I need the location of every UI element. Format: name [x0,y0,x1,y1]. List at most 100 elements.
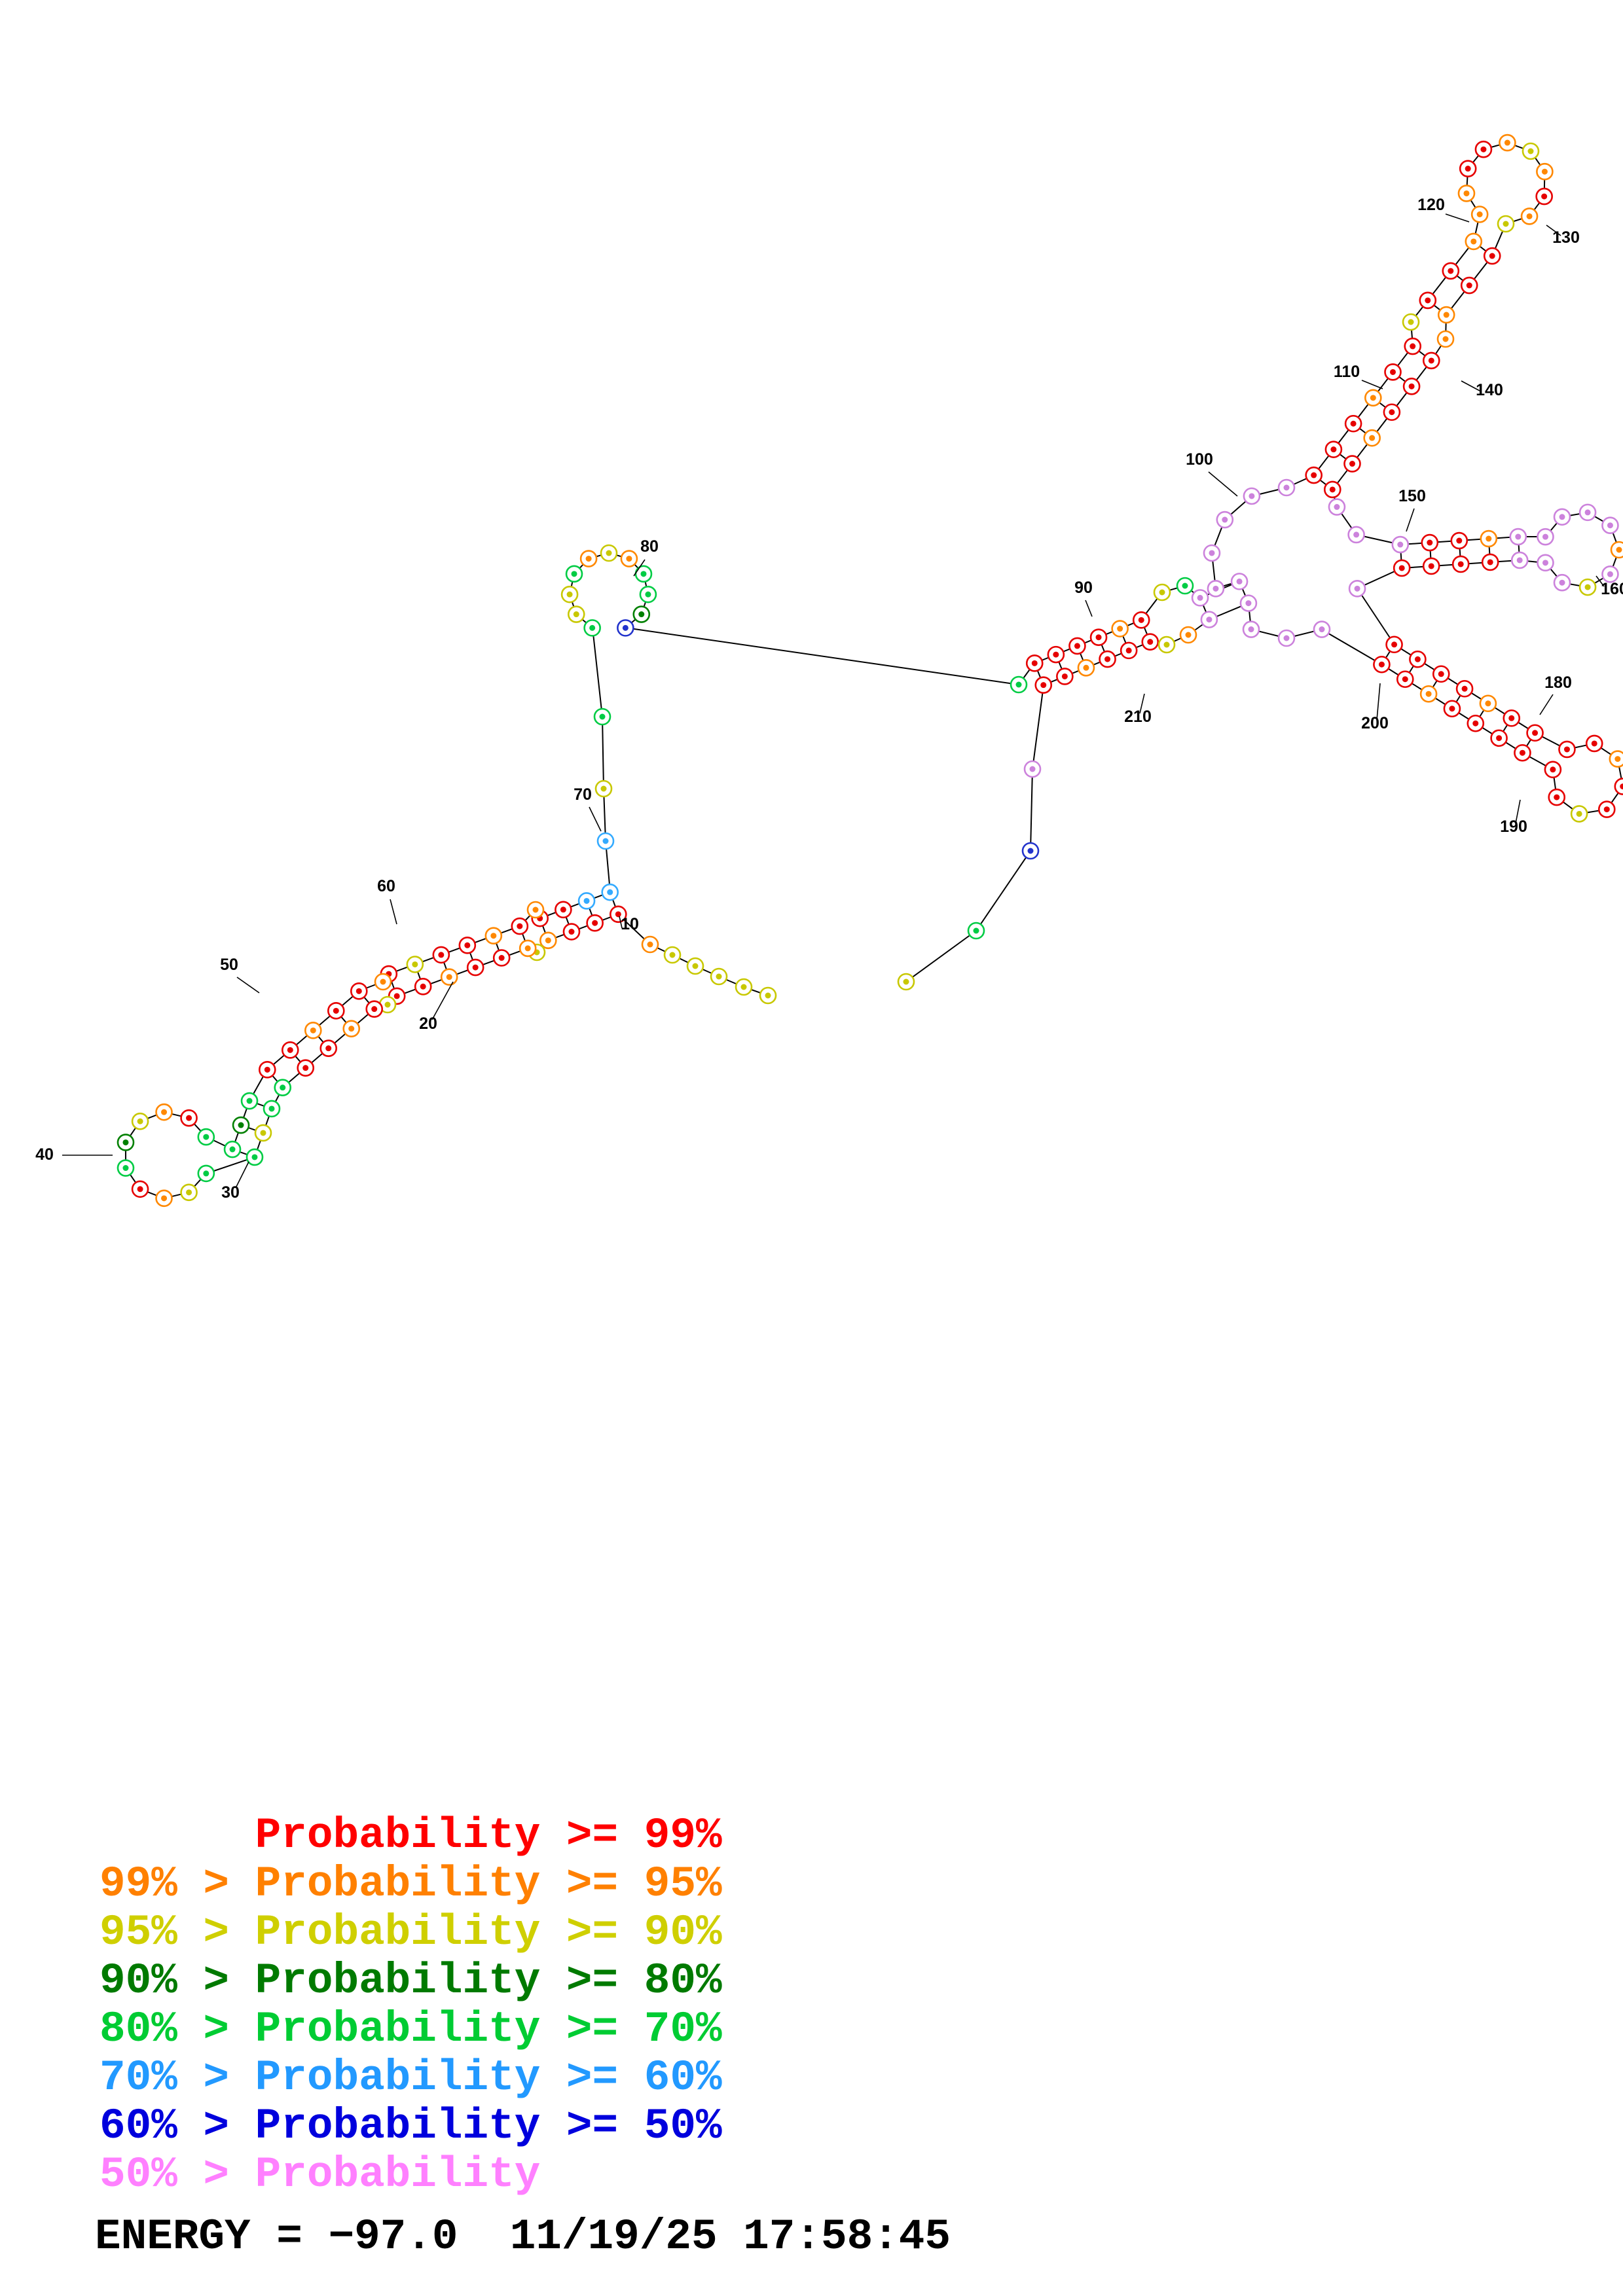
nucleotide-base-glyph [1542,533,1548,540]
nucleotide-base-glyph [532,906,539,913]
label-tick [1085,600,1093,617]
nucleotide-base-glyph [1620,783,1623,790]
position-label: 210 [1124,708,1152,726]
nucleotide-base-glyph [583,897,590,904]
nucleotide-base-glyph [638,611,645,618]
nucleotide-base-glyph [602,838,609,844]
nucleotide-base-glyph [1438,671,1444,677]
nucleotide-base-glyph [1354,585,1360,592]
backbone-segment [905,930,977,982]
nucleotide-base-glyph [973,927,979,934]
nucleotide-base-glyph [1532,730,1539,736]
nucleotide-base-glyph [1311,472,1317,478]
nucleotide-base-glyph [1554,794,1560,800]
label-tick [1539,694,1554,715]
nucleotide-base-glyph [626,556,632,562]
nucleotide-base-glyph [1329,486,1336,493]
legend-line-99: Probability >= 99% [100,1811,722,1860]
label-tick [1445,213,1470,223]
nucleotide-base-glyph [1542,560,1548,566]
nucleotide-base-glyph [560,906,566,913]
nucleotide-base-glyph [393,993,400,999]
legend-line-90: 95% > Probability >= 90% [100,1908,722,1957]
label-tick [431,981,454,1020]
position-label: 100 [1186,450,1213,469]
nucleotide-base-glyph [1138,617,1144,623]
nucleotide-base-glyph [1559,579,1565,586]
nucleotide-base-glyph [647,941,653,948]
nucleotide-base-glyph [600,785,607,792]
nucleotide-base-glyph [1487,559,1493,565]
nucleotide-base-glyph [1486,535,1492,542]
label-tick [1208,471,1238,497]
nucleotide-base-glyph [568,929,575,935]
position-label: 200 [1361,714,1389,732]
nucleotide-base-glyph [740,984,747,990]
nucleotide-base-glyph [607,889,613,895]
nucleotide-base-glyph [1466,282,1472,289]
nucleotide-base-glyph [412,961,418,967]
nucleotide-base-glyph [1245,600,1252,607]
backbone-connector [1032,685,1044,770]
label-tick [235,1161,249,1189]
position-label: 60 [377,877,395,895]
backbone-segment [1030,768,1033,852]
nucleotide-base-glyph [1353,531,1360,538]
backbone-connector [592,627,603,717]
position-label: 40 [35,1145,54,1164]
nucleotide-base-glyph [545,937,551,944]
nucleotide-base-glyph [1480,146,1487,152]
nucleotide-base-glyph [1503,221,1509,227]
nucleotide-base-glyph [1427,539,1433,546]
nucleotide-base-glyph [1283,635,1290,641]
label-tick [619,916,623,929]
nucleotide-base-glyph [325,1045,332,1052]
nucleotide-base-glyph [384,1001,391,1008]
nucleotide-base-glyph [1496,735,1503,742]
nucleotide-base-glyph [1350,420,1357,427]
nucleotide-base-glyph [1319,626,1325,633]
nucleotide-base-glyph [640,571,647,577]
label-tick [1546,224,1561,236]
nucleotide-base-glyph [1607,522,1613,529]
nucleotide-base-glyph [186,1189,192,1196]
nucleotide-base-glyph [1117,626,1123,632]
nucleotide-base-glyph [1504,139,1510,146]
position-label: 150 [1398,487,1426,505]
position-label: 80 [640,537,659,556]
nucleotide-base-glyph [1390,368,1396,375]
nucleotide-base-glyph [1614,756,1621,762]
label-tick [1461,380,1480,391]
nucleotide-base-glyph [1476,211,1483,217]
nucleotide-base-glyph [1391,641,1398,648]
nucleotide-base-glyph [1283,484,1290,491]
legend-line-50: 60% > Probability >= 50% [100,2102,722,2151]
nucleotide-base-glyph [1607,571,1613,577]
nucleotide-base-glyph [1516,557,1523,564]
nucleotide-base-glyph [1442,336,1449,342]
nucleotide-base-glyph [238,1122,244,1128]
nucleotide-base-glyph [302,1065,309,1071]
nucleotide-base-glyph [599,713,606,720]
nucleotide-base-glyph [268,1105,275,1112]
nucleotide-base-glyph [589,624,596,631]
nucleotide-base-glyph [592,920,598,926]
nucleotide-base-glyph [1397,541,1404,548]
nucleotide-base-glyph [203,1170,210,1177]
nucleotide-base-glyph [1461,685,1468,692]
nucleotide-base-glyph [765,992,771,999]
nucleotide-base-glyph [1414,656,1421,662]
nucleotide-base-glyph [137,1186,143,1193]
nucleotide-base-glyph [1541,168,1548,175]
nucleotide-base-glyph [1489,253,1495,259]
nucleotide-base-glyph [903,978,909,985]
nucleotide-base-glyph [1428,563,1434,569]
nucleotide-base-glyph [517,923,523,929]
nucleotide-base-glyph [1163,641,1170,648]
position-label: 10 [621,915,639,933]
position-label: 160 [1601,580,1623,598]
legend-line-95: 99% > Probability >= 95% [100,1859,722,1909]
nucleotide-base-glyph [348,1026,355,1032]
nucleotide-base-glyph [1470,238,1477,245]
